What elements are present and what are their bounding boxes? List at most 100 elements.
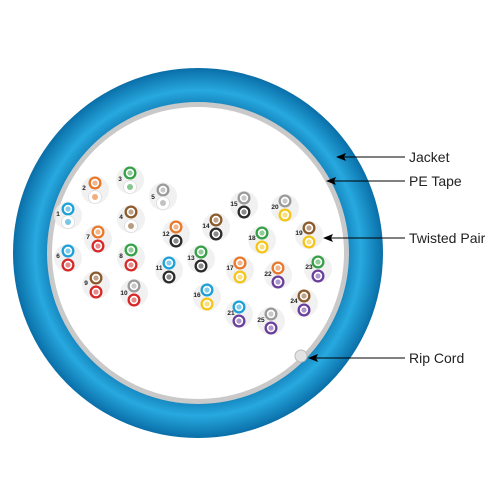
twisted-pair-12: 12 [162,220,190,248]
conductor-copper [92,180,98,186]
twisted-pair-1: 1 [54,201,82,230]
conductor-center [92,194,98,200]
pair-halo [54,244,82,272]
conductor-copper [241,195,247,201]
pair-number-label: 7 [86,234,90,241]
conductor-copper [282,198,288,204]
pair-number-label: 17 [226,265,234,272]
pair-halo [187,245,215,273]
pair-number-label: 13 [187,255,195,262]
twisted-pair-arrow-icon [323,234,333,242]
conductor-copper [166,274,172,280]
conductor-copper [173,224,179,230]
pair-number-label: 15 [230,201,238,208]
pair-halo [230,191,258,219]
conductor-copper [65,262,71,268]
conductor-copper [65,248,71,254]
conductor-copper [204,287,210,293]
conductor-copper [213,231,219,237]
twisted-pair-10: 10 [120,279,148,307]
conductor-copper [204,301,210,307]
pair-number-label: 22 [264,271,272,278]
twisted-pair-4: 4 [117,205,145,233]
pair-halo [225,300,253,328]
conductor-copper [93,289,99,295]
pair-number-label: 10 [120,290,128,297]
conductor-copper [306,239,312,245]
conductor-copper [173,238,179,244]
twisted-pair-label: Twisted Pair [409,230,486,246]
pair-number-label: 6 [56,253,60,260]
twisted-pair-16: 16 [193,283,221,311]
pair-halo [264,261,292,289]
pe-tape-label: PE Tape [409,173,462,189]
conductor-copper [315,259,321,265]
jacket-label: Jacket [409,149,450,165]
jacket-arrow-icon [336,153,346,161]
twisted-pair-21: 21 [225,300,253,328]
conductor-copper [301,293,307,299]
conductor-copper [198,249,204,255]
pair-number-label: 20 [271,204,279,211]
conductor-copper [128,209,134,215]
conductor-copper [237,260,243,266]
pair-halo [117,243,145,272]
pair-halo [155,256,183,284]
twisted-pair-24: 24 [290,289,318,317]
twisted-pair-3: 3 [116,166,144,194]
callout-twisted-pair: Twisted Pair [323,230,486,246]
pair-halo [82,271,110,299]
pair-number-label: 18 [248,235,256,242]
twisted-pairs-group: 1234567891011121314151617181920212223242… [54,166,332,335]
conductor-copper [241,209,247,215]
pair-number-label: 25 [257,317,265,324]
twisted-pair-7: 7 [84,225,112,253]
conductor-center [127,184,133,190]
pair-halo [271,194,299,222]
conductor-copper [131,283,137,289]
conductor-copper [236,304,242,310]
conductor-center [65,219,71,225]
pair-halo [295,221,323,249]
conductor-copper [275,265,281,271]
pair-halo [84,225,112,253]
pair-number-label: 3 [118,176,122,183]
conductor-copper [259,230,265,236]
conductor-copper [127,170,133,176]
pair-number-label: 16 [193,292,201,299]
pair-halo [117,205,145,233]
twisted-pair-14: 14 [202,213,230,241]
twisted-pair-25: 25 [257,307,285,335]
pair-number-label: 4 [119,214,123,221]
pair-halo [81,176,109,204]
pair-number-label: 23 [305,264,313,271]
twisted-pair-9: 9 [82,271,110,299]
conductor-copper [198,263,204,269]
conductor-copper [259,244,265,250]
conductor-copper [95,229,101,235]
pair-number-label: 1 [56,211,60,218]
pair-halo [193,283,221,311]
conductor-copper [275,279,281,285]
pair-number-label: 11 [156,265,163,272]
pair-number-label: 19 [295,230,303,237]
twisted-pair-8: 8 [117,243,145,272]
conductor-copper [65,206,71,212]
twisted-pair-2: 2 [81,176,109,204]
callout-pe-tape: PE Tape [326,173,462,189]
pe-tape-arrow-icon [326,177,336,185]
pair-halo [248,226,276,254]
conductor-center [160,200,166,206]
pair-number-label: 9 [84,280,88,287]
conductor-copper [268,325,274,331]
pair-number-label: 12 [162,231,170,238]
pair-halo [202,213,230,241]
rip-cord [294,349,308,363]
pair-halo [120,279,148,307]
conductor-copper [95,243,101,249]
twisted-pair-17: 17 [226,256,254,284]
twisted-pair-15: 15 [230,191,258,219]
conductor-copper [166,260,172,266]
conductor-copper [128,262,134,268]
